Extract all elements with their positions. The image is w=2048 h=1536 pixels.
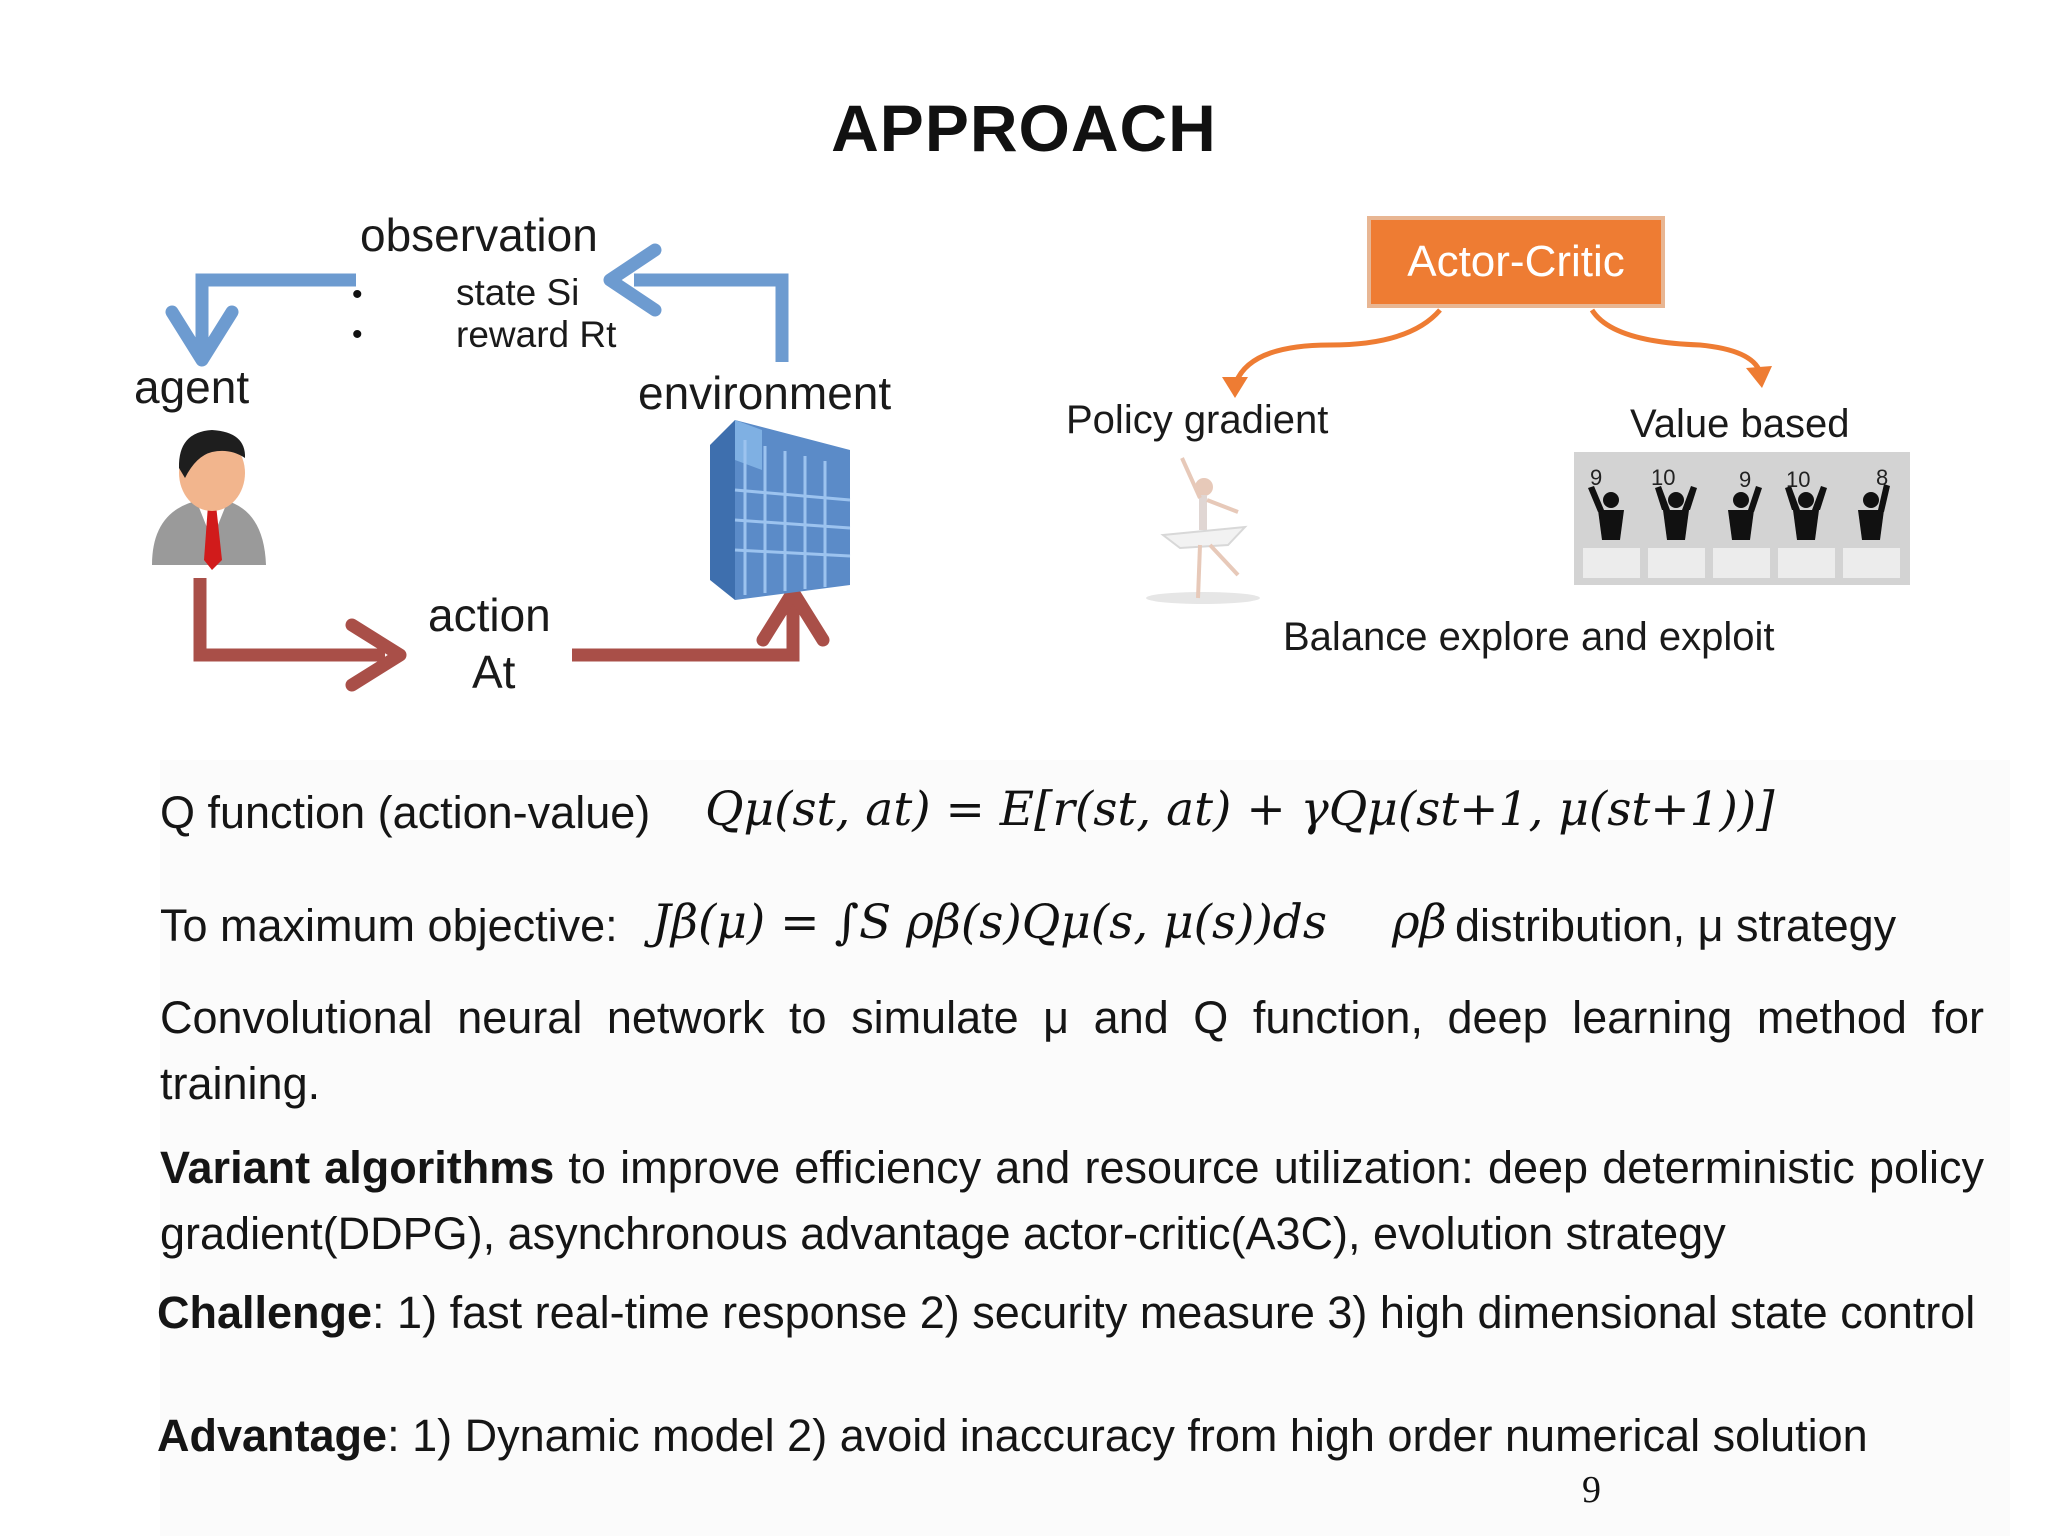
content-background	[160, 760, 2010, 1536]
objective-label: To maximum objective:	[160, 900, 618, 951]
action-label: action	[428, 589, 551, 641]
judge-score: 9	[1590, 465, 1603, 490]
feedback-arrowhead-down	[165, 305, 239, 367]
feedback-arrow-right	[634, 273, 789, 362]
advantage-paragraph: Advantage: 1) Dynamic model 2) avoid ina…	[157, 1410, 1868, 1462]
bullet-reward: reward Rt	[456, 314, 617, 355]
challenge-paragraph: Challenge: 1) fast real-time response 2)…	[157, 1282, 1984, 1344]
variant-paragraph: Variant algorithms to improve efficiency…	[160, 1135, 1984, 1267]
feedback-arrowhead-left	[603, 243, 662, 317]
branch-arrowhead-right	[1746, 366, 1772, 388]
branch-arrow-left	[1232, 308, 1442, 386]
page-number: 9	[1582, 1469, 1601, 1511]
actor-critic-box: Actor-Critic	[1367, 216, 1665, 308]
rho-symbol: ρβ	[1392, 895, 1447, 950]
challenge-text: : 1) fast real-time response 2) security…	[372, 1287, 1976, 1338]
branch-arrowhead-left	[1222, 377, 1248, 398]
advantage-text: : 1) Dynamic model 2) avoid inaccuracy f…	[387, 1410, 1868, 1461]
policy-gradient-label: Policy gradient	[1066, 398, 1329, 442]
objective-formula: Jβ(μ) = ∫S ρβ(s)Qμ(s, μ(s))ds	[652, 895, 1328, 950]
slide-title: APPROACH	[831, 91, 1217, 165]
ballerina-figure-icon	[1146, 457, 1260, 604]
challenge-heading: Challenge	[157, 1287, 373, 1338]
cnn-paragraph: Convolutional neural network to simulate…	[160, 992, 1984, 1109]
q-function-label: Q function (action-value)	[160, 787, 651, 838]
q-function-formula: Qμ(st, at) = E[r(st, at) + γQμ(st+1, μ(s…	[705, 782, 1775, 837]
advantage-heading: Advantage	[157, 1410, 388, 1461]
variant-heading: Variant algorithms	[160, 1142, 555, 1193]
bullet-state: state Si	[456, 272, 580, 313]
judges-panel-image	[1574, 452, 1910, 585]
judge-score: 8	[1876, 465, 1889, 490]
observation-label: observation	[360, 209, 598, 261]
action-arrow-left	[193, 578, 385, 662]
action-arrow-right	[572, 600, 800, 662]
agent-person-icon	[152, 430, 266, 570]
branch-arrow-right	[1589, 308, 1763, 374]
environment-building-icon	[710, 420, 851, 600]
variant-text: to improve efficiency and resource utili…	[160, 1142, 1984, 1259]
objective-note: distribution, μ strategy	[1455, 900, 1897, 951]
environment-label: environment	[638, 367, 892, 419]
balance-caption: Balance explore and exploit	[1283, 615, 1775, 659]
bullet-glyph: •	[352, 278, 363, 311]
action-symbol: At	[472, 646, 516, 698]
agent-label: agent	[134, 361, 250, 413]
action-arrowhead-right	[345, 618, 407, 692]
judge-score: 10	[1651, 465, 1676, 490]
judge-score: 9	[1739, 467, 1752, 492]
judge-score: 10	[1786, 467, 1811, 492]
rl-loop-arrows	[152, 243, 1910, 692]
bullet-glyph: •	[352, 318, 363, 351]
value-based-label: Value based	[1630, 402, 1850, 446]
feedback-arrow-left	[195, 273, 356, 350]
